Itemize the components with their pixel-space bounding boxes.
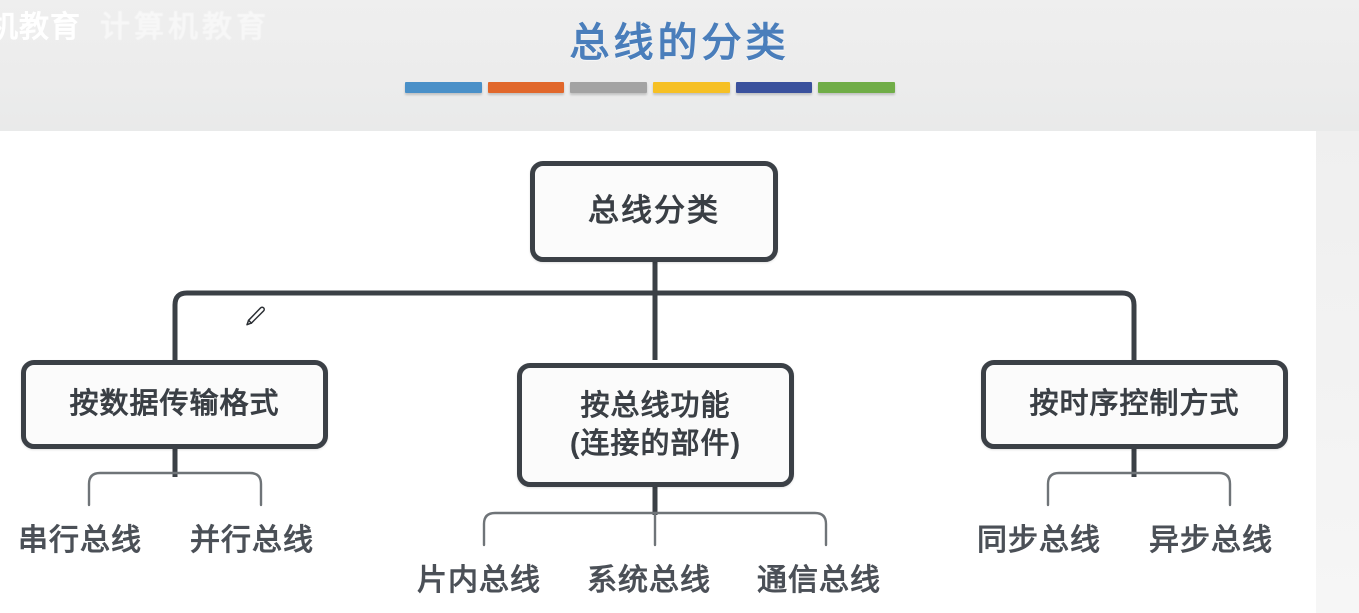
leaf-system-bus: 系统总线 (587, 564, 711, 597)
leaf-synchronous-bus: 同步总线 (977, 524, 1101, 557)
watermark-ghost-text: 计算机教育 (100, 11, 270, 44)
node-timing-control[interactable]: 按时序控制方式 (981, 360, 1288, 449)
node-data-transfer-format[interactable]: 按数据传输格式 (21, 360, 328, 449)
bar-orange (487, 82, 565, 93)
watermark-logo-text: 机教育 (0, 11, 81, 44)
leaf-serial-bus: 串行总线 (18, 524, 142, 557)
bar-blue (405, 82, 482, 93)
header-band (0, 0, 1359, 131)
canvas-right-margin (1316, 131, 1359, 613)
bar-navy (735, 82, 813, 93)
node-root-label: 总线分类 (588, 193, 720, 229)
node-timing-control-label: 按时序控制方式 (1029, 388, 1240, 421)
bar-green (818, 82, 896, 93)
leaf-parallel-bus: 并行总线 (190, 524, 314, 557)
leaf-on-chip-bus: 片内总线 (417, 564, 541, 597)
page-title: 总线的分类 (569, 21, 790, 65)
pen-icon (246, 306, 265, 326)
leaf-communication-bus: 通信总线 (757, 564, 881, 597)
node-data-transfer-format-label: 按数据传输格式 (69, 388, 280, 421)
bar-yellow (653, 82, 730, 93)
leaf-asynchronous-bus: 异步总线 (1149, 524, 1273, 557)
node-bus-function-label-line1: 按总线功能 (580, 389, 731, 422)
node-bus-function-label-line2: (连接的部件) (569, 428, 742, 460)
bar-gray (570, 82, 648, 93)
node-bus-function[interactable]: 按总线功能 (连接的部件) (517, 363, 794, 487)
node-root[interactable]: 总线分类 (530, 161, 778, 262)
color-bar-row (405, 80, 896, 94)
